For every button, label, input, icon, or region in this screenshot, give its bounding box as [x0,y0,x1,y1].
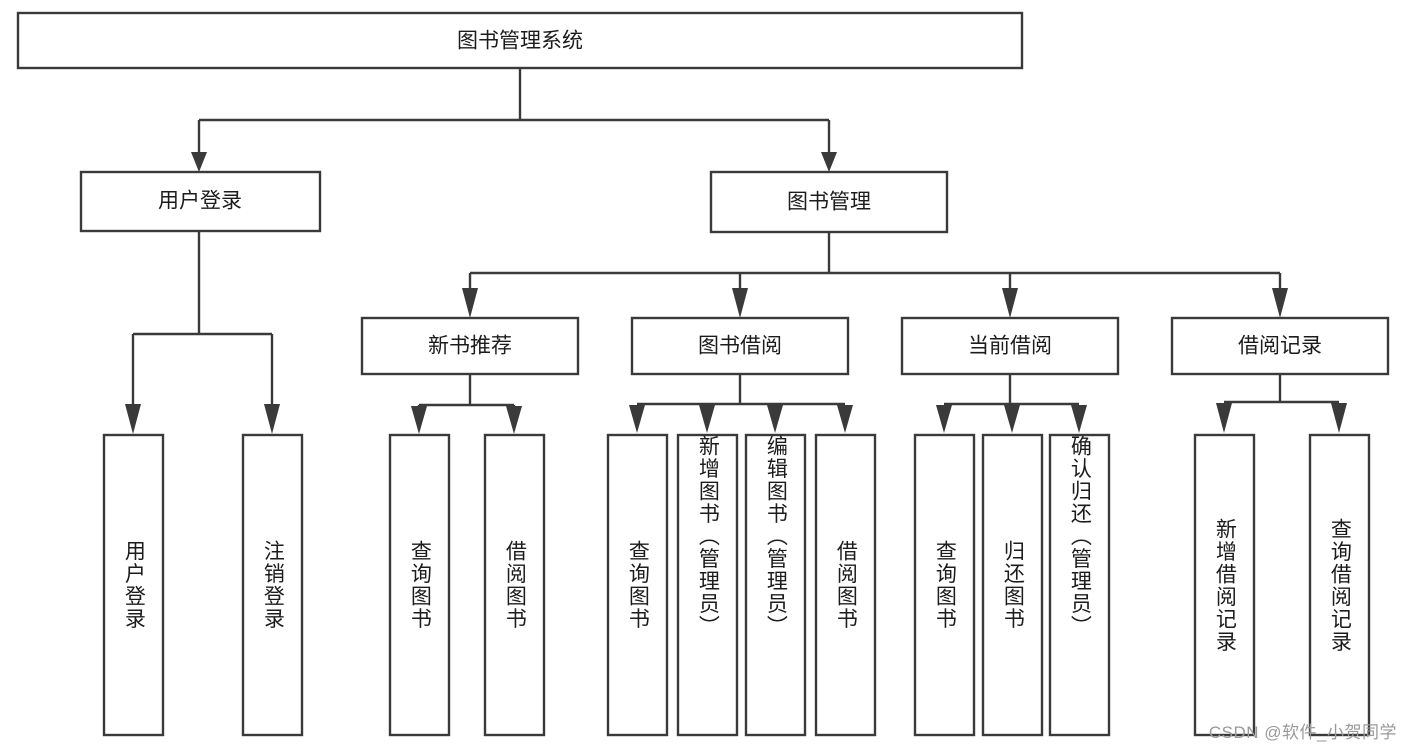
node-book-manage[interactable] [709,170,949,234]
arrow-leaf-edit-book [767,405,783,433]
arrow-leaf-confirm-return [1071,405,1087,433]
arrow-current-borrow [1002,288,1018,318]
node-leaf-add-record[interactable] [1193,433,1256,737]
label-new-book-recommend: 新书推荐 [428,335,512,358]
label-current-borrow: 当前借阅 [968,335,1052,358]
arrow-leaf-query-book-2 [629,405,645,433]
node-leaf-return-book[interactable] [981,433,1044,737]
node-new-book-recommend[interactable] [360,316,580,376]
label-user-login: 用户登录 [158,190,242,213]
node-leaf-confirm-return[interactable] [1048,433,1111,737]
label-book-borrow: 图书借阅 [698,335,782,358]
label-book-management-system: 图书管理系统 [457,30,583,53]
arrow-leaf-borrow-book-1 [506,406,522,434]
node-leaf-logout-login[interactable] [241,433,304,737]
arrow-leaf-borrow-book-2 [837,405,853,433]
node-borrow-record[interactable] [1170,316,1390,376]
label-book-manage: 图书管理 [787,191,871,214]
node-current-borrow[interactable] [900,316,1120,376]
arrow-leaf-logout [264,404,280,434]
node-leaf-query-book-3[interactable] [913,433,976,737]
arrow-leaf-query-record [1331,403,1347,433]
arrow-leaf-add-record [1216,403,1232,433]
arrow-book-borrow [732,288,748,318]
arrow-leaf-user-login [125,404,141,434]
node-leaf-query-record[interactable] [1308,433,1371,737]
label-layer: 图书管理系统 用户登录 图书管理 新书推荐 图书借阅 当前借阅 借阅记录 [158,30,1322,358]
node-leaf-borrow-book-2[interactable] [814,433,877,737]
arrow-leaf-query-book-3 [936,405,952,433]
node-book-management-system[interactable] [16,11,1024,70]
arrow-borrow-record [1272,288,1288,318]
node-leaf-query-book-2[interactable] [606,433,669,737]
node-leaf-edit-book[interactable] [744,433,807,737]
node-leaf-user-login[interactable] [102,433,165,737]
arrow-book-manage [821,152,837,172]
arrow-leaf-query-book-1 [411,406,427,434]
connector-layer [125,68,1347,434]
arrow-new-book-recommend [462,288,478,318]
node-book-borrow[interactable] [630,316,850,376]
node-leaf-query-book-1[interactable] [388,433,451,737]
arrow-user-login [191,152,207,172]
node-leaf-add-book[interactable] [676,433,739,737]
label-borrow-record: 借阅记录 [1238,335,1322,358]
node-layer [16,11,1390,737]
node-leaf-borrow-book-1[interactable] [483,433,546,737]
node-user-login[interactable] [79,170,322,233]
watermark-text: CSDN @软件_小贺同学 [1208,723,1397,742]
arrow-leaf-return-book [1004,405,1020,433]
arrow-leaf-add-book [699,405,715,433]
